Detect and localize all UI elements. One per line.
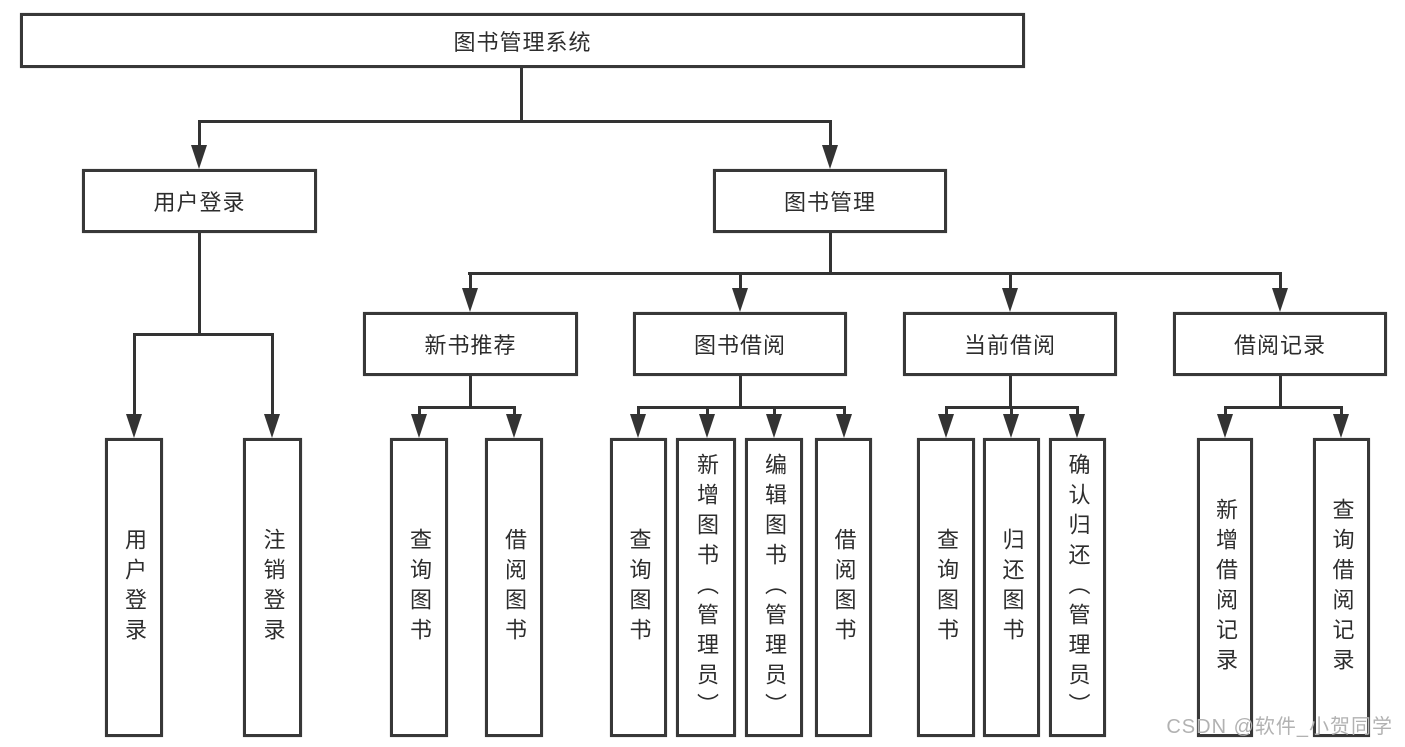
connector-borrow-rail [637,406,845,409]
arrowhead-icon [630,414,646,438]
arrowhead-icon [1003,414,1019,438]
connector-userlogin-stem [198,233,201,336]
leaf-add-books-admin: 新增图书（管理员） [676,438,736,737]
connector-arrow-stub [198,120,201,147]
node-root: 图书管理系统 [20,13,1025,68]
leaf-confirm-return-admin: 确认归还（管理员） [1049,438,1106,737]
leaf-borrow-books-recommend-label: 借阅图书 [502,527,527,648]
leaf-logout-login: 注销登录 [243,438,302,737]
leaf-edit-books-admin-label: 编辑图书（管理员） [762,452,787,723]
node-book-management-label: 图书管理 [783,190,876,215]
node-user-login-label: 用户登录 [153,190,246,215]
node-new-book-recommend-label: 新书推荐 [424,333,517,358]
connector-records-stem [1279,376,1282,409]
arrowhead-icon [938,414,954,438]
leaf-user-login-label: 用户登录 [122,527,147,648]
arrowhead-icon [1069,414,1085,438]
connector-borrow-stem [739,376,742,409]
connector-arrow-stub [1009,272,1012,290]
leaf-query-books-current-label: 查询图书 [934,527,959,648]
node-current-borrow-label: 当前借阅 [963,333,1056,358]
leaf-logout-login-label: 注销登录 [260,527,286,648]
leaf-query-books-recommend: 查询图书 [390,438,448,737]
arrowhead-icon [766,414,782,438]
connector-records-rail [1224,406,1342,409]
leaf-query-books-borrow-label: 查询图书 [626,527,652,648]
connector-userlogin-rail [133,333,274,336]
leaf-borrow-books-borrow-label: 借阅图书 [831,527,857,648]
leaf-user-login: 用户登录 [105,438,163,737]
leaf-confirm-return-admin-label: 确认归还（管理员） [1065,452,1091,723]
connector-arrow-stub [843,406,846,416]
arrowhead-icon [462,288,478,312]
arrowhead-icon [411,414,427,438]
arrowhead-icon [506,414,522,438]
arrowhead-icon [822,145,838,169]
connector-arrow-stub [773,406,776,416]
arrowhead-icon [264,414,280,438]
connector-arrow-stub [1279,272,1282,290]
leaf-add-books-admin-label: 新增图书（管理员） [694,452,719,723]
leaf-borrow-books-borrow: 借阅图书 [815,438,872,737]
node-book-borrow-label: 图书借阅 [693,333,786,358]
arrowhead-icon [836,414,852,438]
connector-arrow-stub [945,406,948,416]
connector-arrow-stub [469,272,472,290]
connector-bookmgmt-stem [829,233,832,275]
leaf-borrow-books-recommend: 借阅图书 [485,438,543,737]
node-new-book-recommend: 新书推荐 [363,312,578,376]
node-borrow-records: 借阅记录 [1173,312,1387,376]
arrowhead-icon [1272,288,1288,312]
connector-root-rail [198,120,831,123]
connector-arrow-stub [1076,406,1079,416]
connector-root-stem [520,68,523,120]
connector-recommend-stem [469,376,472,409]
leaf-return-books: 归还图书 [983,438,1040,737]
arrowhead-icon [191,145,207,169]
connector-bookmgmt-rail [468,272,1281,275]
connector-arrow-stub [133,333,136,416]
arrowhead-icon [1333,414,1349,438]
leaf-add-borrow-record: 新增借阅记录 [1197,438,1253,737]
connector-recommend-rail [418,406,515,409]
csdn-watermark: CSDN @软件_小贺同学 [1166,716,1393,738]
connector-arrow-stub [1224,406,1227,416]
connector-arrow-stub [1340,406,1343,416]
connector-arrow-stub [418,406,421,416]
connector-arrow-stub [1010,406,1013,416]
leaf-query-borrow-record: 查询借阅记录 [1313,438,1370,737]
leaf-query-books-recommend-label: 查询图书 [407,527,432,648]
connector-current-stem [1009,376,1012,409]
connector-arrow-stub [706,406,709,416]
node-book-management: 图书管理 [713,169,947,233]
connector-arrow-stub [271,333,274,416]
connector-arrow-stub [513,406,516,416]
arrowhead-icon [126,414,142,438]
node-book-borrow: 图书借阅 [633,312,847,376]
arrowhead-icon [699,414,715,438]
leaf-add-borrow-record-label: 新增借阅记录 [1213,497,1238,678]
node-root-label: 图书管理系统 [453,29,592,55]
leaf-return-books-label: 归还图书 [999,527,1025,648]
connector-arrow-stub [739,272,742,290]
node-current-borrow: 当前借阅 [903,312,1117,376]
connector-arrow-stub [829,120,832,147]
node-borrow-records-label: 借阅记录 [1233,333,1326,358]
leaf-edit-books-admin: 编辑图书（管理员） [745,438,803,737]
arrowhead-icon [732,288,748,312]
arrowhead-icon [1217,414,1233,438]
arrowhead-icon [1002,288,1018,312]
leaf-query-books-borrow: 查询图书 [610,438,667,737]
connector-arrow-stub [637,406,640,416]
node-user-login: 用户登录 [82,169,317,233]
leaf-query-books-current: 查询图书 [917,438,975,737]
leaf-query-borrow-record-label: 查询借阅记录 [1329,497,1355,678]
